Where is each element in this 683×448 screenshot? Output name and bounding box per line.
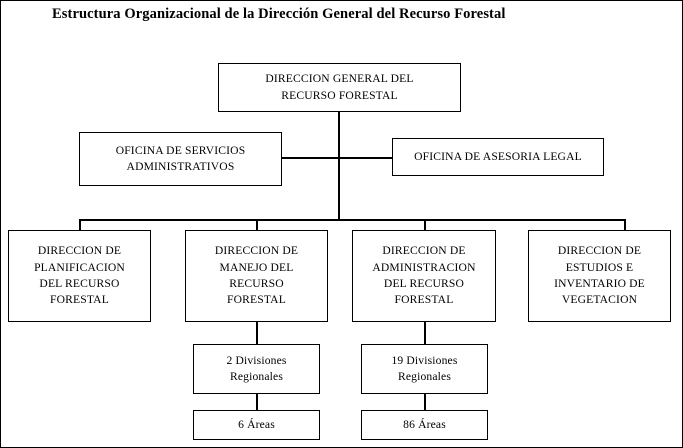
connector-divisiones-areas-manejo (256, 394, 258, 410)
node-label: 86 Áreas (403, 417, 446, 431)
node-label: OFICINA DE ASESORIA LEGAL (414, 149, 582, 163)
connector-dg-to-level2 (338, 157, 340, 220)
node-areas-manejo[interactable]: 6 Áreas (193, 410, 320, 440)
connector-drop-planificacion (79, 219, 81, 230)
connector-dg-down (338, 112, 340, 157)
node-label: 6 Áreas (238, 417, 275, 431)
connector-level2-bus (79, 219, 625, 221)
connector-drop-administracion (424, 219, 426, 230)
connector-drop-manejo (256, 219, 258, 230)
connector-administracion-divisiones (424, 322, 426, 344)
page-title: Estructura Organizacional de la Direcció… (52, 6, 506, 22)
connector-drop-estudios (624, 219, 626, 230)
connector-staff-bus (282, 157, 392, 159)
node-areas-administracion[interactable]: 86 Áreas (361, 410, 488, 440)
connector-manejo-divisiones (256, 322, 258, 344)
connector-divisiones-areas-administracion (424, 394, 426, 410)
node-oficina-asesoria-legal[interactable]: OFICINA DE ASESORIA LEGAL (392, 138, 604, 176)
